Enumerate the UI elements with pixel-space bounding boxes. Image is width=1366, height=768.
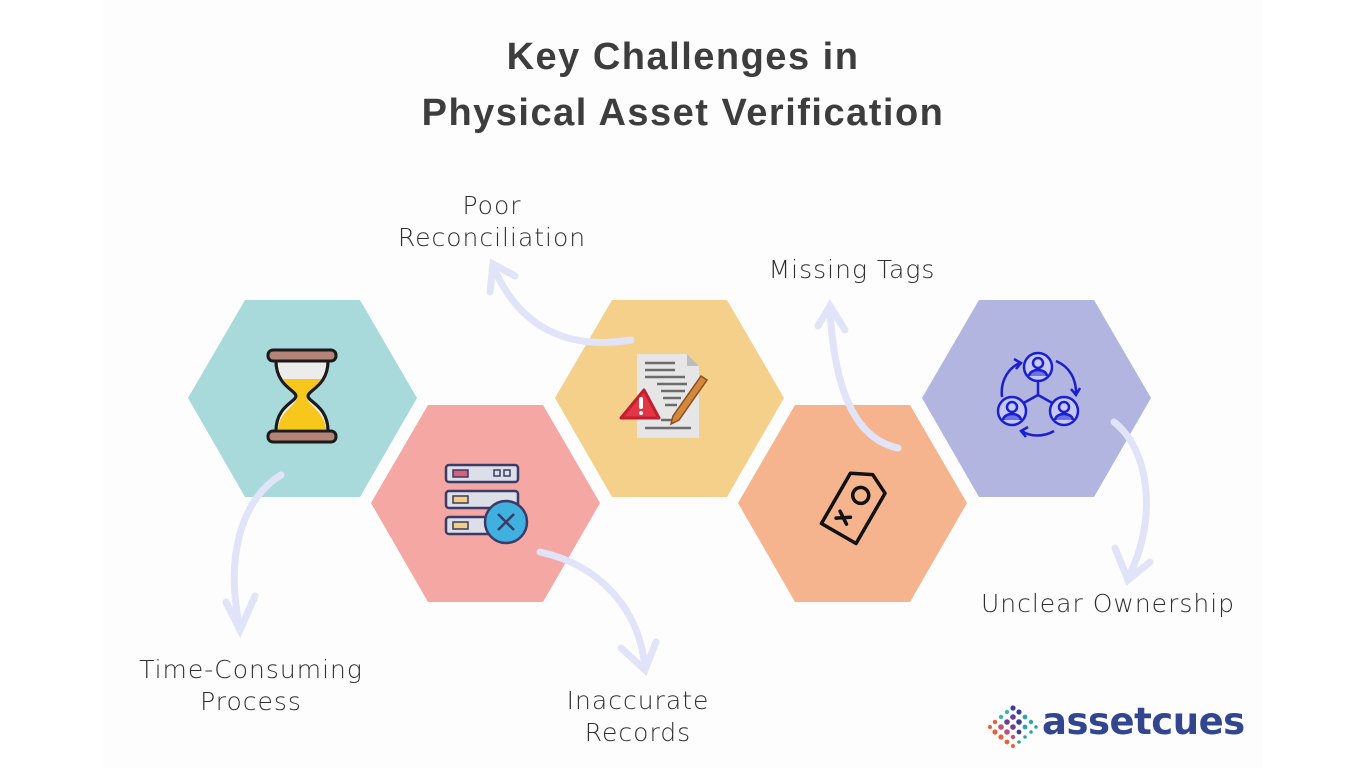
hourglass-icon: [266, 348, 338, 444]
label-line-1: Time-Consuming: [139, 655, 363, 684]
label-time-consuming-process: Time-Consuming Process: [120, 654, 382, 718]
arrow-inaccurate-records: [536, 548, 660, 677]
title-line-2: Physical Asset Verification: [421, 92, 945, 134]
label-missing-tags: Missing Tags: [742, 254, 962, 286]
title-line-1: Key Challenges in: [506, 36, 860, 78]
label-inaccurate-records: Inaccurate Records: [538, 685, 738, 749]
document-warning-icon: [619, 354, 709, 438]
label-line-1: Inaccurate: [566, 686, 710, 715]
arrow-poor-reconciliation: [486, 258, 635, 346]
label-line-1: Missing Tags: [768, 255, 936, 284]
assetcues-logo: assetcues: [986, 700, 1246, 752]
label-unclear-ownership: Unclear Ownership: [966, 588, 1250, 620]
ownership-cycle-icon: [996, 351, 1082, 438]
logo-dots-icon: [988, 705, 1038, 748]
hexagon-missing-tags: [738, 405, 967, 602]
label-line-2: Process: [200, 687, 302, 716]
tag-missing-icon: [819, 471, 887, 546]
label-poor-reconciliation: Poor Reconciliation: [382, 190, 602, 254]
arrow-missing-tags: [814, 299, 902, 452]
label-line-2: Records: [584, 718, 692, 747]
arrow-unclear-ownership: [1110, 418, 1154, 586]
arrow-time-consuming: [222, 471, 285, 639]
label-line-2: Reconciliation: [397, 223, 587, 252]
hexagon-unclear-ownership: [922, 300, 1151, 497]
brand-name: assetcues: [1042, 700, 1245, 743]
server-error-icon: [444, 463, 529, 545]
label-line-1: Poor: [462, 191, 522, 220]
label-line-1: Unclear Ownership: [980, 589, 1236, 618]
